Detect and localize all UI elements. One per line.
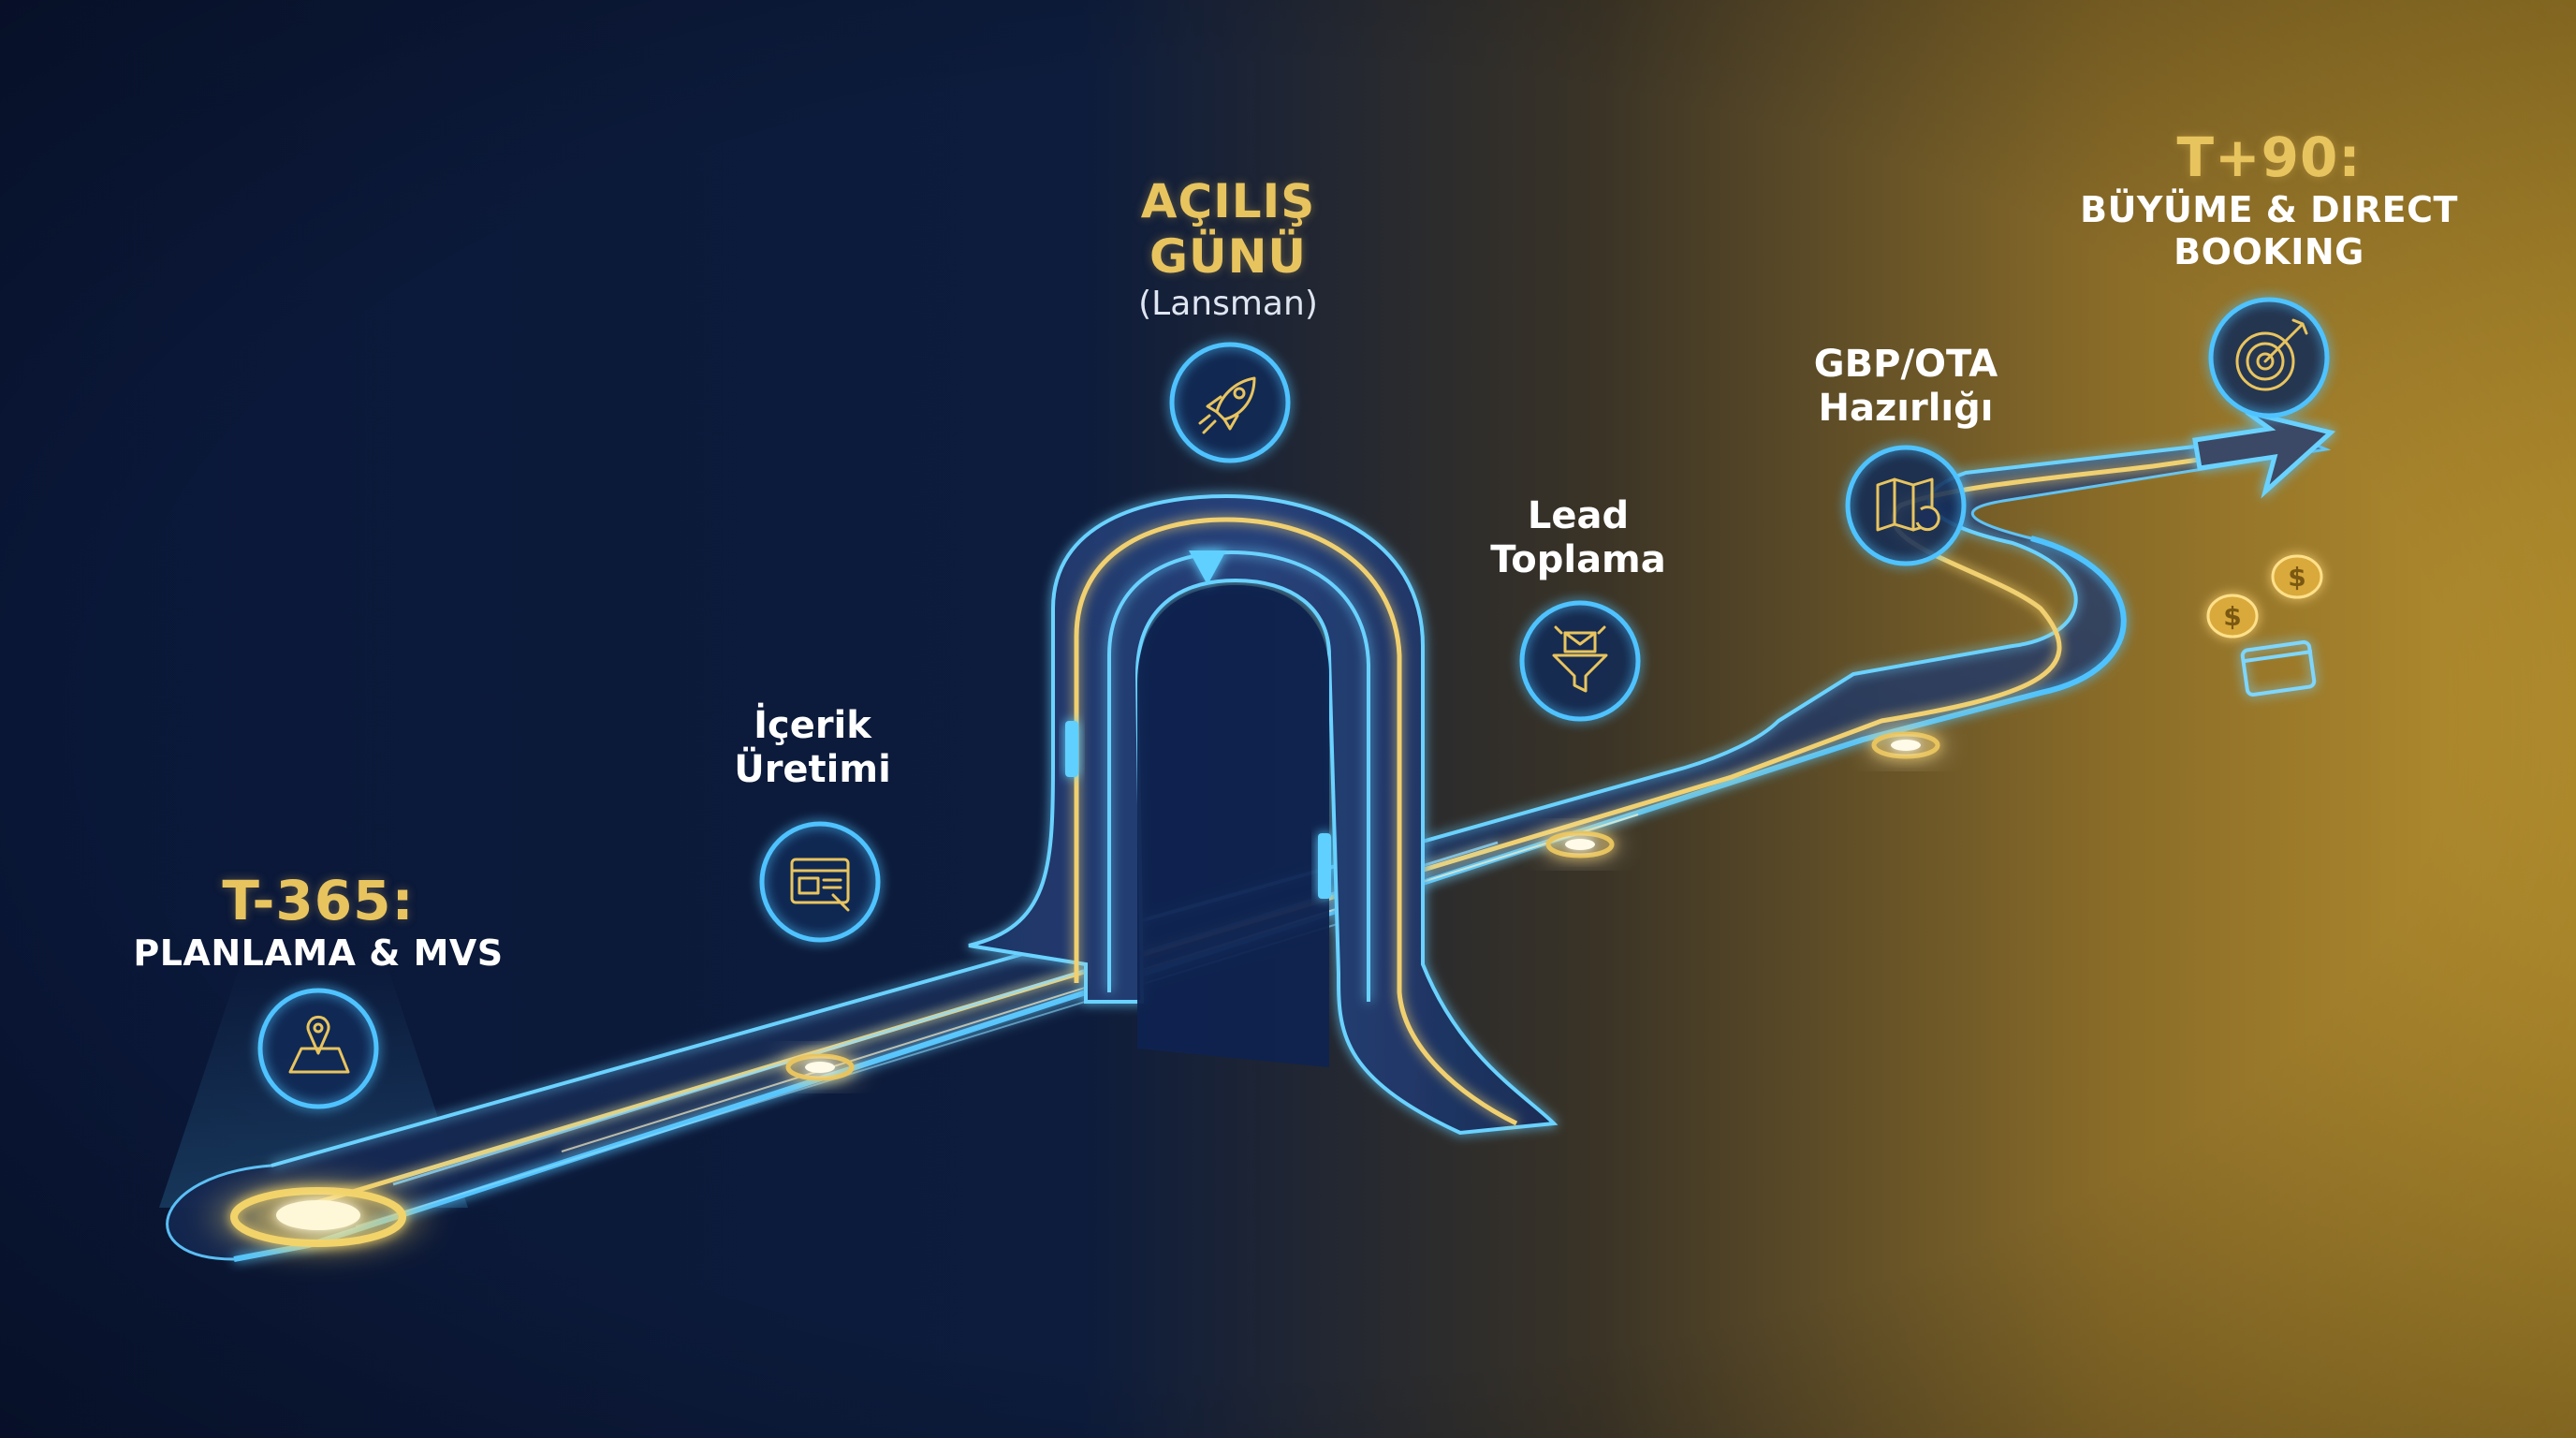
milestone-leads-title-line1: Lead	[1527, 494, 1630, 537]
envelope-funnel-icon	[1552, 625, 1608, 693]
milestone-t365-pin	[257, 988, 379, 1208]
milestone-launch-label: AÇILIŞ GÜNÜ (Lansman)	[1138, 174, 1318, 324]
map-pin-icon	[288, 1015, 350, 1074]
web-page-editor-icon	[790, 858, 850, 912]
milestone-leads-title-line2: Toplama	[1490, 538, 1666, 582]
map-refresh-icon	[1876, 477, 1940, 532]
milestone-t90-title: T+90:	[2176, 125, 2362, 189]
reward-decorations: $$	[2206, 554, 2323, 697]
milestone-t90-subtitle-line2: BOOKING	[2174, 231, 2364, 273]
milestone-t90-subtitle-line1: BÜYÜME & DIRECT	[2080, 189, 2458, 231]
launch-arch	[968, 493, 1559, 1136]
coin-icon: $	[2271, 554, 2323, 599]
milestone-t365-title: T-365:	[222, 869, 415, 932]
milestone-gbp-pin	[1845, 445, 1967, 759]
milestone-content-pin	[759, 821, 881, 1081]
arrow-head	[2192, 409, 2336, 499]
milestone-t90-label: T+90: BÜYÜME & DIRECT BOOKING	[2080, 125, 2458, 273]
milestone-content-title-line2: Üretimi	[734, 748, 891, 792]
svg-text:$: $	[2288, 562, 2305, 593]
milestone-gbp-label: GBP/OTA Hazırlığı	[1814, 343, 1998, 431]
credit-card-icon	[2240, 639, 2317, 697]
milestone-gbp-title-line1: GBP/OTA	[1813, 343, 1998, 386]
start-pad	[197, 1175, 440, 1259]
milestone-content-label: İçerik Üretimi	[734, 704, 891, 792]
milestone-leads-label: Lead Toplama	[1490, 494, 1665, 582]
milestone-launch-title-line2: GÜNÜ	[1149, 229, 1308, 284]
milestone-launch-pin	[1169, 342, 1291, 496]
milestone-t90-pin	[2208, 297, 2330, 418]
svg-text:$: $	[2223, 601, 2241, 632]
road-center-line	[299, 445, 2285, 1211]
milestone-launch-subtitle: (Lansman)	[1138, 285, 1318, 323]
coin-icon: $	[2206, 594, 2259, 638]
milestone-leads-pin	[1519, 600, 1641, 858]
target-arrow-icon	[2235, 318, 2308, 391]
milestone-gbp-title-line2: Hazırlığı	[1818, 387, 1994, 431]
milestone-t365-subtitle: PLANLAMA & MVS	[133, 932, 504, 975]
milestone-launch-title-line1: AÇILIŞ	[1140, 174, 1316, 228]
rocket-icon	[1198, 376, 1256, 434]
milestone-content-title-line1: İçerik	[754, 704, 871, 747]
milestone-t365-label: T-365: PLANLAMA & MVS	[133, 869, 503, 975]
